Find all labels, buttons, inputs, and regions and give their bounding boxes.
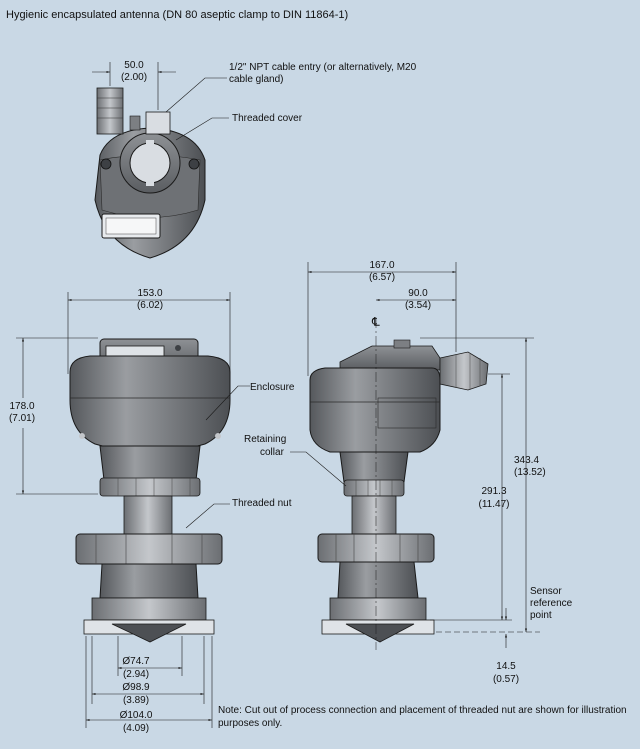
label-threaded-nut: Threaded nut (232, 498, 292, 509)
dim-50-in: (2.00) (121, 72, 147, 83)
dim-153-mm: 153.0 (137, 288, 162, 299)
dim-178-mm: 178.0 (9, 401, 34, 412)
dim-14-mm: 14.5 (496, 661, 516, 672)
side-view: ℄ 167.0 (6.57) 90.0 (3.54) 343.4 (13.52)… (244, 260, 573, 685)
label-sensor-ref-1: Sensor (530, 586, 562, 597)
label-threaded-cover: Threaded cover (232, 113, 303, 124)
dim-747-mm: Ø74.7 (122, 656, 150, 667)
dim-747-in: (2.94) (123, 669, 149, 680)
front-view: 153.0 (6.02) 178.0 (7.01) Ø74.7 (2.94) Ø… (4, 288, 295, 734)
label-retaining-2: collar (260, 447, 285, 458)
cover-screw-left (100, 158, 112, 170)
dim-90-mm: 90.0 (408, 288, 428, 299)
label-cable-entry-1: 1/2" NPT cable entry (or alternatively, … (229, 62, 417, 73)
dim-167-in: (6.57) (369, 272, 395, 283)
dim-989-mm: Ø98.9 (122, 682, 150, 693)
label-sensor-ref-2: reference (530, 598, 573, 609)
dim-1040-mm: Ø104.0 (120, 710, 153, 721)
side-view-enclosure (309, 367, 441, 453)
label-enclosure: Enclosure (250, 382, 295, 393)
cable-entry-boss (145, 111, 171, 135)
dim-989-in: (3.89) (123, 695, 149, 706)
cover-screw-right (188, 158, 200, 170)
diagram-title: Hygienic encapsulated antenna (DN 80 ase… (6, 9, 349, 21)
label-cable-entry-2: cable gland) (229, 74, 283, 85)
centerline-symbol: ℄ (371, 315, 380, 329)
footnote: Note: Cut out of process connection and … (218, 705, 627, 729)
front-view-enclosure (69, 355, 231, 453)
dim-1040-in: (4.09) (123, 723, 149, 734)
dim-291-in: (11.47) (479, 499, 510, 510)
front-view-retaining-collar (99, 477, 201, 497)
dim-343-mm: 343.4 (514, 455, 539, 466)
dim-14-in: (0.57) (493, 674, 519, 685)
cable-gland (96, 87, 124, 135)
dim-50-mm: 50.0 (124, 60, 144, 71)
label-retaining-1: Retaining (244, 434, 286, 445)
dim-178-in: (7.01) (9, 413, 35, 424)
side-view-cable-gland (439, 351, 489, 391)
dim-153-in: (6.02) (137, 300, 163, 311)
side-view-retaining-collar (343, 479, 405, 497)
dim-343-in: (13.52) (514, 467, 546, 478)
label-sensor-ref-3: point (530, 610, 552, 621)
top-view: 50.0 (2.00) 1/2" NPT cable entry (or alt… (92, 60, 417, 259)
dim-90-in: (3.54) (405, 300, 431, 311)
dim-167-mm: 167.0 (369, 260, 394, 271)
dim-291-mm: 291.3 (481, 486, 506, 497)
front-view-threaded-nut (75, 533, 223, 565)
